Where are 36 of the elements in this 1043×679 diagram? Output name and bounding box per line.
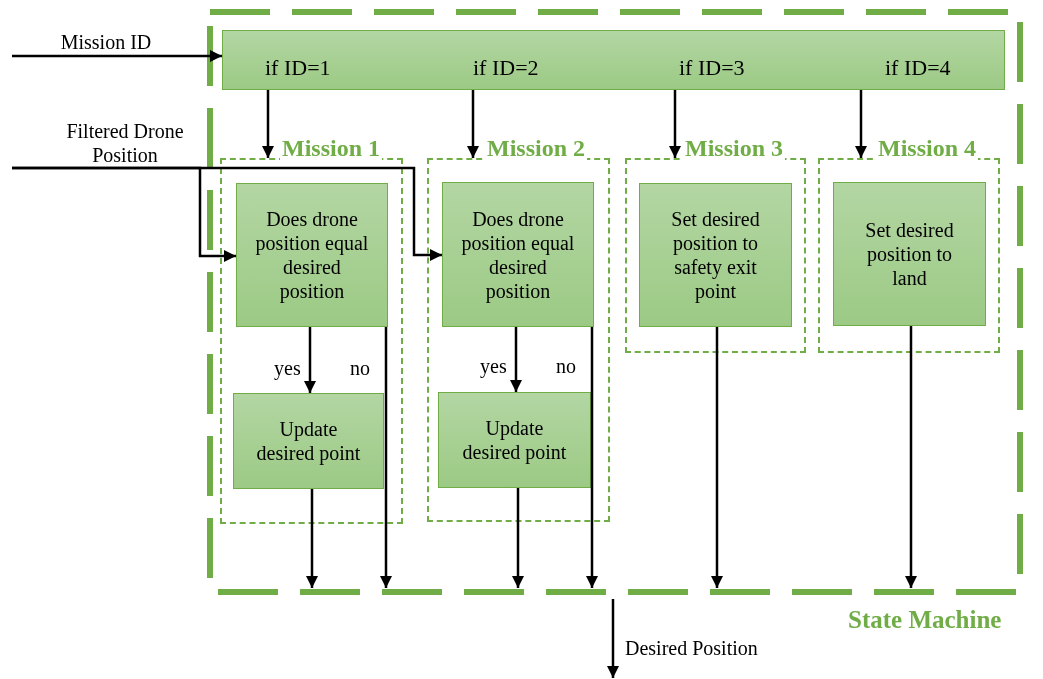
arrow <box>12 166 442 262</box>
arrow <box>261 90 275 158</box>
box-text: Does drone position equal desired position <box>460 206 576 303</box>
arrow <box>904 326 918 588</box>
box-text: Update desired point <box>255 417 362 465</box>
process-box <box>639 183 792 327</box>
input-label: Filtered Drone Position <box>12 116 210 170</box>
arrow <box>710 327 724 588</box>
edge-label: Desired Position <box>623 638 760 658</box>
box-text: Does drone position equal desired position <box>254 207 370 303</box>
process-box <box>833 182 986 326</box>
condition-bar <box>222 30 1005 90</box>
arrow <box>606 599 620 678</box>
box-text: Set desired position to safety exit point <box>670 207 761 303</box>
arrow <box>854 90 868 158</box>
decision-box <box>236 183 388 327</box>
process-box <box>438 392 591 488</box>
arrow <box>305 489 319 588</box>
arrow <box>303 327 317 393</box>
box-text: Update desired point <box>461 416 568 464</box>
arrow <box>585 327 599 588</box>
arrow <box>466 90 480 158</box>
process-box <box>233 393 384 489</box>
frame-title: State Machine <box>848 607 1002 632</box>
condition-label: if ID=1 <box>265 57 331 79</box>
arrow <box>379 327 393 588</box>
condition-label: if ID=2 <box>473 57 539 79</box>
arrow <box>12 49 222 63</box>
input-label: Mission ID <box>12 26 210 58</box>
arrow <box>668 90 682 158</box>
arrow <box>509 327 523 392</box>
arrow <box>511 488 525 588</box>
decision-box <box>442 182 594 327</box>
box-text: Set desired position to land <box>864 218 955 290</box>
condition-label: if ID=3 <box>679 57 745 79</box>
condition-label: if ID=4 <box>885 57 951 79</box>
